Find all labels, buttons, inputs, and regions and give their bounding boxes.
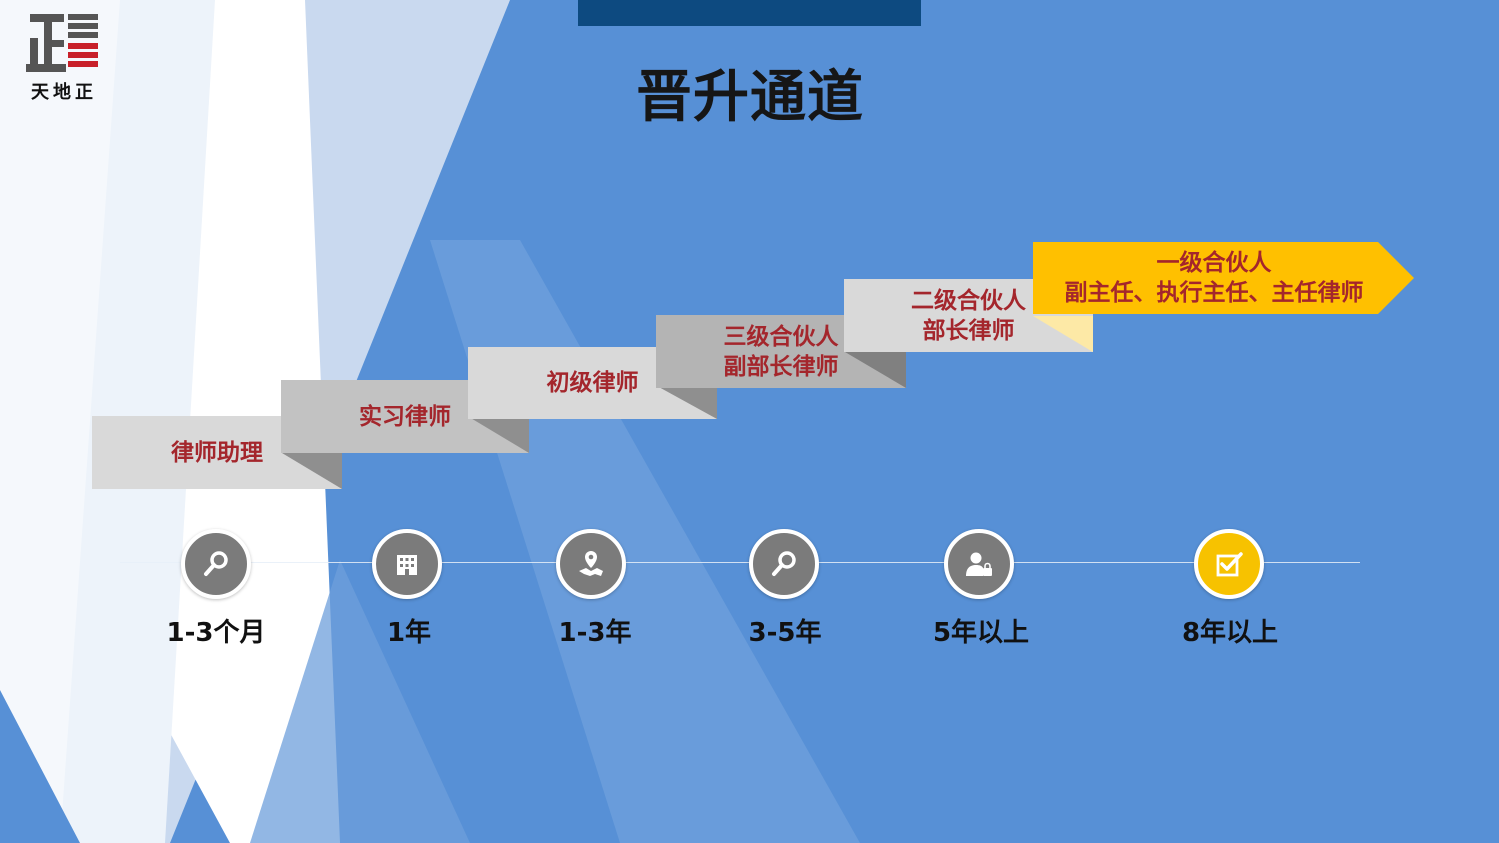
logo-mark: [26, 14, 98, 72]
step-4-label: 三级合伙人 副部长律师: [656, 315, 906, 388]
timeline-node-1: [181, 529, 251, 599]
step-3-fold: [657, 386, 717, 419]
timeline-label-4: 3-5年: [748, 618, 822, 648]
step-1-label: 律师助理: [92, 416, 342, 489]
step-2-fold: [469, 417, 529, 453]
logo-text: 天地正: [31, 82, 97, 103]
step-5-title: 二级合伙人: [911, 287, 1026, 314]
magnifier-icon: [204, 551, 228, 576]
step-4-subtitle: 副部长律师: [723, 353, 839, 380]
user-lock-icon: [966, 552, 992, 576]
step-3-label: 初级律师: [468, 347, 717, 419]
timeline-label-1: 1-3个月: [166, 618, 266, 648]
step-2-label: 实习律师: [281, 380, 529, 453]
timeline-node-4: [749, 529, 819, 599]
timeline-node-5: [944, 529, 1014, 599]
page-title: 晋升通道: [636, 65, 864, 130]
building-icon: [397, 555, 417, 575]
magnifier-icon: [772, 551, 796, 576]
company-logo: 天地正: [22, 8, 106, 104]
map-pin-icon: [579, 551, 603, 576]
timeline-label-2: 1年: [386, 618, 432, 648]
step-3-title: 初级律师: [546, 370, 639, 396]
timeline-node-3: [556, 529, 626, 599]
timeline-line: [120, 562, 1360, 563]
step-5-subtitle: 部长律师: [922, 317, 1015, 344]
step-6-title: 一级合伙人: [1156, 250, 1272, 276]
step-6-label: 一级合伙人 副主任、执行主任、主任律师: [1033, 242, 1395, 314]
timeline-label-5: 5年以上: [932, 618, 1030, 648]
timeline-node-6: [1194, 529, 1264, 599]
step-5-label: 二级合伙人 部长律师: [844, 279, 1093, 352]
step-1-fold: [282, 453, 342, 489]
timeline-label-3: 1-3年: [558, 618, 632, 648]
top-accent-bar: [578, 0, 921, 26]
step-6-subtitle: 副主任、执行主任、主任律师: [1064, 280, 1364, 306]
step-6-arrow: [1033, 242, 1414, 314]
step-4-title: 三级合伙人: [723, 323, 839, 350]
checkbox-icon: [1216, 552, 1243, 577]
timeline-label-6: 8年以上: [1181, 618, 1279, 648]
step-1-title: 律师助理: [171, 439, 263, 466]
step-4-fold: [845, 352, 906, 388]
timeline-node-2: [372, 529, 442, 599]
step-2-title: 实习律师: [359, 403, 451, 430]
step-5-fold: [1033, 316, 1093, 352]
